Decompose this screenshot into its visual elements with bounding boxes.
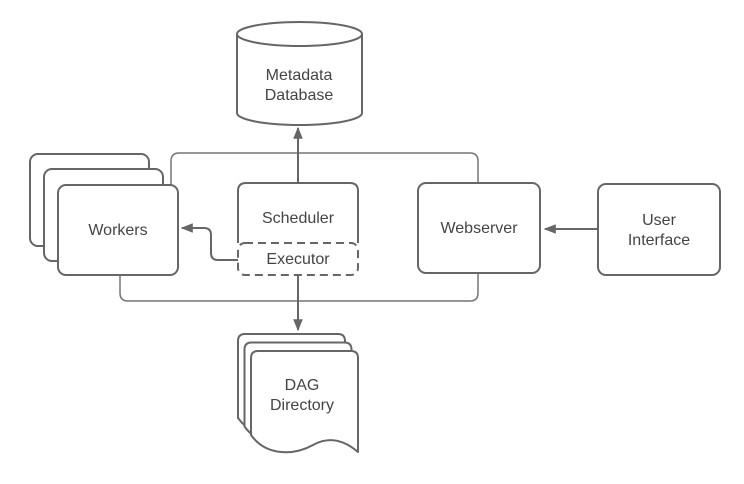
workers-label: Workers — [88, 222, 147, 239]
node-webserver: Webserver — [417, 182, 541, 274]
node-workers: Workers — [29, 153, 179, 276]
scheduler-label: Scheduler — [262, 210, 335, 227]
database-cylinder-lid-arc — [236, 33, 363, 47]
executor-label: Executor — [266, 251, 330, 268]
user-interface-box-shape — [597, 183, 721, 276]
dag-directory-label-line2: Directory — [270, 397, 334, 414]
webserver-box-shape — [417, 182, 541, 274]
database-cylinder-shape — [236, 21, 363, 126]
workers-stack-front — [57, 184, 179, 276]
scheduler-box-shape — [237, 182, 359, 243]
webserver-label: Webserver — [440, 220, 518, 237]
node-dag-directory: DAG Directory — [237, 333, 359, 454]
top-bus-line-workers-webserver-to-database — [170, 152, 479, 186]
metadata-database-label-line2: Database — [265, 87, 334, 104]
node-scheduler: Scheduler Executor — [237, 182, 359, 276]
node-user-interface: User Interface — [597, 183, 721, 276]
dag-directory-label-line1: DAG — [285, 377, 320, 394]
executor-dashed-box-shape — [237, 242, 359, 276]
user-interface-label-line2: Interface — [628, 232, 690, 249]
dag-directory-doc-front — [250, 350, 359, 454]
node-metadata-database: Metadata Database — [236, 21, 363, 126]
user-interface-label-line1: User — [642, 212, 676, 229]
metadata-database-label-line1: Metadata — [266, 67, 333, 84]
arrow-executor-to-workers — [180, 223, 238, 261]
